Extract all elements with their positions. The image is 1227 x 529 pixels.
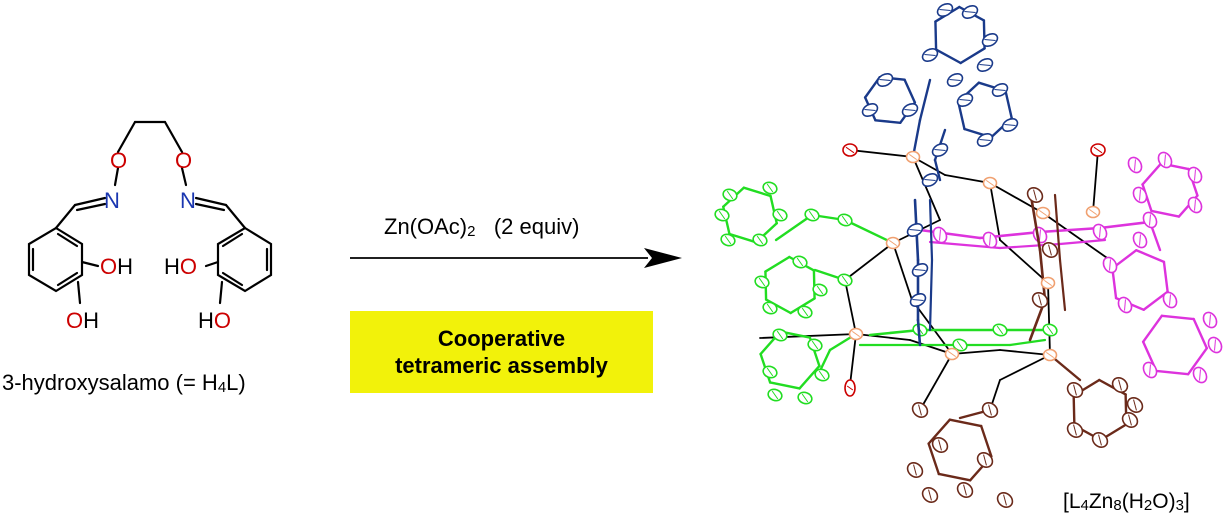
hydroxyl-label-right-upper: HO [164,254,197,279]
reagent-label: Zn(OAc)2 (2 equiv) [384,214,580,240]
assembly-line-1: Cooperative [437,326,566,351]
hydroxyl-label-left-lower: OH [66,308,99,333]
crystal-structure [714,2,1223,508]
product-formula: [L4Zn8(H2O)3] [1063,490,1190,514]
oxygen-label-left: O [110,148,127,173]
ligand-structure [27,120,273,305]
assembly-highlight-box: Cooperative tetrameric assembly [350,311,653,393]
svg-text:OH: OH [66,308,99,333]
hydroxyl-label-left-upper: OH [100,254,133,279]
assembly-line-2: tetrameric assembly [395,353,608,378]
hydroxyl-label-right-lower: HO [198,308,231,333]
oxygen-label-right: O [175,148,192,173]
svg-text:HO: HO [198,308,231,333]
nitrogen-label-left: N [104,188,120,213]
nitrogen-label-right: N [180,188,196,213]
ligand-name: 3-hydroxysalamo (= H4L) [2,370,246,396]
svg-text:HO: HO [164,254,197,279]
reaction-arrow [350,248,682,268]
svg-text:OH: OH [100,254,133,279]
